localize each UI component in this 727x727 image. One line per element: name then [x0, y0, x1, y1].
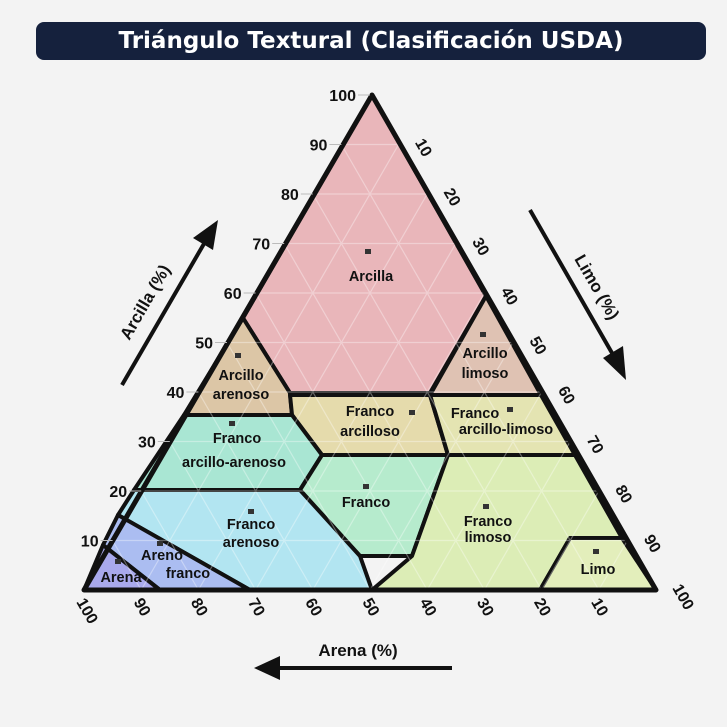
sand-tick-label: 10 — [587, 596, 611, 620]
silt-tick-label: 70 — [583, 433, 607, 457]
clay-tick-label: 50 — [195, 336, 213, 353]
marker-icon — [409, 410, 415, 415]
grid-overlay — [112, 143, 628, 591]
grid-line — [483, 441, 571, 591]
sand-tick-label: 40 — [416, 596, 440, 620]
marker-icon — [365, 249, 371, 254]
grid-line — [112, 540, 142, 591]
silt-axis: Limo (%) — [528, 209, 626, 380]
regions — [82, 93, 658, 592]
arrow-up-right-icon — [193, 220, 218, 250]
clay-axis: Arcilla (%) — [116, 220, 218, 387]
clay-tick-label: 10 — [81, 534, 99, 551]
label-franco-arcillo-limoso-2: arcillo-limoso — [459, 422, 553, 438]
label-franco: Franco — [342, 495, 390, 511]
grid-line — [541, 490, 600, 591]
label-arena: Arena — [100, 570, 142, 586]
silt-tick-label: 90 — [640, 532, 664, 556]
silt-tick-label: 100 — [669, 582, 697, 614]
label-franco-limoso-2: limoso — [465, 530, 512, 546]
silt-axis-label: Limo (%) — [571, 251, 623, 323]
silt-tick-label: 20 — [440, 186, 464, 210]
grid-line — [255, 292, 428, 591]
marker-icon — [507, 407, 513, 412]
clay-tick-label: 60 — [224, 286, 242, 303]
silt-tick-label: 50 — [526, 334, 550, 358]
region-labels: Arcilla Arcillo arenoso Arcillo limoso F… — [100, 269, 615, 586]
clay-tick-label: 40 — [167, 385, 185, 402]
silt-tick-label: 10 — [411, 136, 435, 160]
marker-icon — [480, 332, 486, 337]
clay-tick-label: 90 — [310, 138, 328, 155]
label-arcilla: Arcilla — [349, 269, 394, 285]
grid-line — [197, 391, 314, 591]
label-arcillo-limoso-1: Arcillo — [462, 346, 507, 362]
grid-line — [283, 243, 485, 591]
sand-tick-label: 90 — [130, 596, 154, 620]
sand-tick-label: 100 — [73, 596, 101, 628]
grid-line — [140, 144, 400, 591]
label-franco-arcilloso-1: Franco — [346, 404, 394, 420]
sand-tick-label: 20 — [530, 596, 554, 620]
label-franco-arcilloso-2: arcilloso — [340, 424, 400, 440]
clay-tick-label: 80 — [281, 187, 299, 204]
silt-tick-label: 60 — [554, 384, 578, 408]
grid-line — [426, 391, 543, 591]
grid-line — [312, 292, 485, 591]
label-limo: Limo — [581, 562, 616, 578]
label-areno-franco-2: franco — [166, 566, 210, 582]
clay-tick-label: 70 — [252, 237, 270, 254]
grid-line — [255, 243, 457, 591]
grid-line — [140, 490, 199, 591]
grid-line — [169, 441, 257, 591]
silt-tick-label: 40 — [497, 285, 521, 309]
sand-tick-label: 30 — [473, 596, 497, 620]
grid-line — [598, 540, 628, 591]
sand-tick-label: 80 — [187, 596, 211, 620]
sand-tick-label: 70 — [244, 596, 268, 620]
triangle-outline — [81, 92, 659, 593]
page-title: Triángulo Textural (Clasificación USDA) — [36, 22, 706, 60]
clay-axis-label: Arcilla (%) — [116, 261, 174, 343]
clay-tick-label: 20 — [109, 484, 127, 501]
sand-axis-label: Arena (%) — [318, 641, 397, 660]
grid-line — [340, 144, 600, 591]
label-franco-arcillo-arenoso-1: Franco — [213, 431, 261, 447]
silt-tick-label: 30 — [468, 235, 492, 259]
label-arcillo-arenoso-2: arenoso — [213, 387, 270, 403]
label-franco-arcillo-arenoso-2: arcillo-arenoso — [182, 455, 286, 471]
arrow-down-right-icon — [603, 346, 626, 380]
axis-ticks: 10 20 30 40 50 60 70 80 90 100 10 20 30 40 50 60 70 80 90 1… — [73, 88, 697, 627]
label-franco-arenoso-2: arenoso — [223, 535, 280, 551]
marker-icon — [248, 509, 254, 514]
sand-tick-label: 50 — [359, 596, 383, 620]
silt-tick-label: 80 — [611, 483, 635, 507]
grid-line — [369, 342, 514, 591]
marker-icon — [363, 484, 369, 489]
marker-icon — [115, 559, 121, 564]
grid-line — [226, 342, 371, 591]
marker-icon — [235, 353, 241, 358]
marker-icon — [483, 504, 489, 509]
region-markers — [115, 249, 599, 564]
grid-line — [197, 193, 428, 591]
marker-icon — [157, 541, 163, 546]
label-franco-arcillo-limoso-1: Franco — [451, 406, 499, 422]
label-franco-arenoso-1: Franco — [227, 517, 275, 533]
clay-arrow-shaft — [120, 240, 207, 387]
silt-arrow-shaft — [528, 209, 614, 354]
sand-axis: Arena (%) — [254, 641, 452, 680]
label-arcillo-arenoso-1: Arcillo — [218, 368, 263, 384]
label-arcillo-limoso-2: limoso — [462, 366, 509, 382]
clay-tick-label: 100 — [329, 88, 356, 105]
label-areno-franco-1: Areno — [141, 548, 183, 564]
marker-icon — [593, 549, 599, 554]
sand-tick-label: 60 — [301, 596, 325, 620]
grid-line — [312, 193, 543, 591]
arrow-left-icon — [254, 656, 280, 680]
clay-tick-label: 30 — [138, 435, 156, 452]
label-franco-limoso-1: Franco — [464, 514, 512, 530]
marker-icon — [229, 421, 235, 426]
region-franco — [298, 453, 450, 558]
